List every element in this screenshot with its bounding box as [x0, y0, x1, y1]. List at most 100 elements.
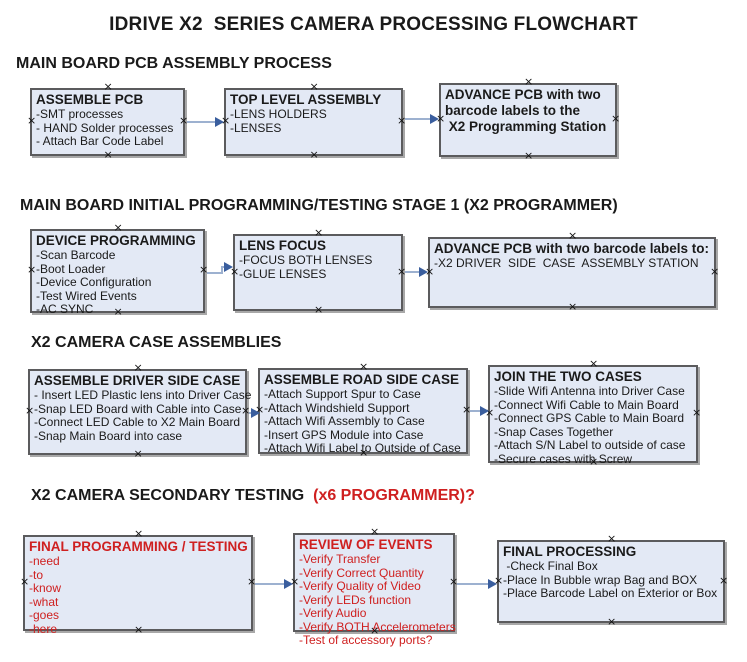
flow-box-advance-to-case-assembly[interactable]: ADVANCE PCB with two barcode labels to: …	[425, 230, 720, 313]
box-item-line: -Test Wired Events	[36, 288, 137, 303]
box-item-line: -Verify Transfer	[299, 552, 381, 566]
connector-handle-icon: ×	[25, 404, 35, 417]
box-item-line: -to	[29, 567, 44, 582]
arrow-head-icon	[419, 267, 428, 277]
connector-handle-icon: ×	[524, 149, 534, 162]
box-title: FINAL PROGRAMMING / TESTING	[29, 539, 248, 554]
flow-box-assemble-driver-side-case[interactable]: ASSEMBLE DRIVER SIDE CASE - Insert LED P…	[25, 362, 251, 460]
box-title: REVIEW OF EVENTS	[299, 537, 433, 552]
connector-handle-icon: ×	[611, 112, 621, 125]
arrow-head-icon	[251, 408, 260, 418]
box-title: FINAL PROCESSING	[503, 544, 637, 559]
box-item-line: -Connect GPS Cable to Main Board	[494, 411, 685, 425]
box-item-line: -Test of accessory ports?	[299, 633, 433, 647]
connector-handle-icon: ×	[607, 532, 617, 545]
flow-arrow[interactable]	[187, 117, 224, 127]
box-item-line: -Attach Wifi Assembly to Case	[264, 414, 425, 428]
arrow-shaft	[207, 272, 223, 274]
box-title: ADVANCE PCB with two barcode labels to:	[434, 241, 710, 256]
box-items: -Scan Barcode-Boot Loader-Device Configu…	[36, 248, 200, 317]
box-item-line: -GLUE LENSES	[239, 266, 327, 281]
arrow-head-icon	[224, 262, 233, 272]
box-item-line: -Verify Audio	[299, 606, 367, 620]
flow-arrow[interactable]	[207, 262, 233, 276]
arrow-head-icon	[430, 114, 439, 124]
arrow-shaft	[221, 266, 223, 274]
arrow-shaft	[249, 412, 252, 414]
flow-arrow[interactable]	[457, 579, 497, 589]
section-header-case-assemblies: X2 CAMERA CASE ASSEMBLIES	[31, 334, 282, 351]
box-item-line: -Check Final Box	[503, 559, 598, 573]
box-item-line: -Snap LED Board with Cable into Case	[34, 401, 242, 416]
box-item-line: -Secure cases with Screw	[494, 451, 633, 466]
connector-handle-icon: ×	[710, 264, 720, 278]
flow-arrow[interactable]	[255, 579, 293, 589]
box-item-line: -Verify LEDs function	[299, 592, 412, 607]
box-title: TOP LEVEL ASSEMBLY	[230, 92, 382, 107]
flow-arrow[interactable]	[405, 114, 439, 124]
connector-handle-icon: ×	[134, 527, 144, 540]
flow-box-device-programming[interactable]: DEVICE PROGRAMMING -Scan Barcode-Boot Lo…	[27, 222, 208, 317]
box-item-line: -LENSES	[230, 120, 282, 135]
flow-box-assemble-pcb[interactable]: ASSEMBLE PCB -SMT processes- HAND Solder…	[27, 81, 188, 160]
flow-box-review-of-events[interactable]: REVIEW OF EVENTS -Verify Transfer-Verify…	[290, 526, 458, 647]
flow-box-advance-to-programming-station[interactable]: ADVANCE PCB with two barcode labels to t…	[436, 76, 621, 162]
box-items: - Insert LED Plastic lens into Driver Ca…	[34, 388, 251, 443]
box-item-line: - HAND Solder processes	[36, 120, 174, 135]
box-items: -LENS HOLDERS-LENSES	[230, 107, 398, 135]
box-item-line: -know	[29, 581, 62, 595]
connector-handle-icon: ×	[524, 75, 534, 88]
arrow-head-icon	[215, 117, 224, 127]
connector-handle-icon: ×	[568, 300, 578, 313]
connector-handle-icon: ×	[133, 361, 143, 374]
box-items: -Check Final Box-Place In Bubble wrap Ba…	[503, 559, 720, 601]
connector-handle-icon: ×	[133, 447, 143, 460]
flow-box-assemble-road-side-case[interactable]: ASSEMBLE ROAD SIDE CASE -Attach Support …	[255, 361, 471, 458]
box-item-line: -Verify Quality of Video	[299, 579, 421, 593]
connector-handle-icon: ×	[309, 148, 319, 161]
flow-arrow[interactable]	[405, 267, 428, 277]
page-title: IDRIVE X2 SERIES CAMERA PROCESSING FLOWC…	[109, 14, 638, 35]
section-header-pcb-assembly: MAIN BOARD PCB ASSEMBLY PROCESS	[16, 55, 332, 72]
box-item-line: -Attach Windshield Support	[264, 400, 410, 415]
box-title: ASSEMBLE DRIVER SIDE CASE	[34, 373, 241, 388]
connector-handle-icon: ×	[568, 229, 578, 242]
box-item-line: -Place Barcode Label on Exterior or Box	[503, 586, 718, 600]
flow-box-final-programming-testing[interactable]: FINAL PROGRAMMING / TESTING -need-to-kno…	[20, 528, 256, 635]
box-item-line: - Attach Bar Code Label	[36, 134, 164, 148]
arrow-head-icon	[480, 406, 489, 416]
box-title: ASSEMBLE ROAD SIDE CASE	[264, 372, 460, 387]
box-items: -X2 DRIVER SIDE CASE ASSEMBLY STATION	[434, 256, 711, 271]
box-item-line: -goes	[29, 608, 60, 622]
box-item-line: -AC SYNC	[36, 302, 94, 316]
connector-handle-icon: ×	[719, 573, 729, 587]
section-header-initial-programming: MAIN BOARD INITIAL PROGRAMMING/TESTING S…	[20, 197, 618, 214]
flow-arrow[interactable]	[249, 408, 260, 418]
box-item-line: -Snap Main Board into case	[34, 428, 183, 443]
flow-arrow[interactable]	[470, 406, 489, 416]
box-item-line: -Connect LED Cable to X2 Main Board	[34, 415, 241, 429]
box-items: -Verify Transfer-Verify Correct Quantity…	[299, 552, 456, 648]
flow-box-top-level-assembly[interactable]: TOP LEVEL ASSEMBLY -LENS HOLDERS-LENSES …	[221, 81, 406, 161]
box-title: LENS FOCUS	[239, 238, 327, 253]
box-item-line: -Slide Wifi Antenna into Driver Case	[494, 384, 685, 398]
arrow-shaft	[221, 266, 226, 268]
box-item-line: -Snap Cases Together	[494, 424, 614, 439]
box-item-line: -X2 DRIVER SIDE CASE ASSEMBLY STATION	[434, 256, 699, 270]
box-items: -Attach Support Spur to Case-Attach Wind…	[264, 387, 463, 456]
connector-handle-icon: ×	[359, 360, 369, 373]
arrow-shaft	[187, 121, 216, 123]
box-items: -FOCUS BOTH LENSES-GLUE LENSES	[239, 253, 398, 281]
box-item-line: -Insert GPS Module into Case	[264, 427, 424, 442]
connector-handle-icon: ×	[113, 221, 123, 234]
connector-handle-icon: ×	[314, 303, 324, 316]
box-items: -need-to-know-what-goes-here	[29, 554, 248, 636]
arrow-shaft	[457, 583, 489, 585]
box-item-line: -LENS HOLDERS	[230, 107, 327, 121]
connector-handle-icon: ×	[607, 615, 617, 628]
connector-handle-icon: ×	[589, 357, 599, 370]
flow-box-lens-focus[interactable]: LENS FOCUS -FOCUS BOTH LENSES-GLUE LENSE…	[230, 227, 406, 316]
flow-box-join-the-two-cases[interactable]: JOIN THE TWO CASES -Slide Wifi Antenna i…	[485, 358, 701, 467]
flow-box-final-processing[interactable]: FINAL PROCESSING -Check Final Box-Place …	[494, 533, 729, 628]
